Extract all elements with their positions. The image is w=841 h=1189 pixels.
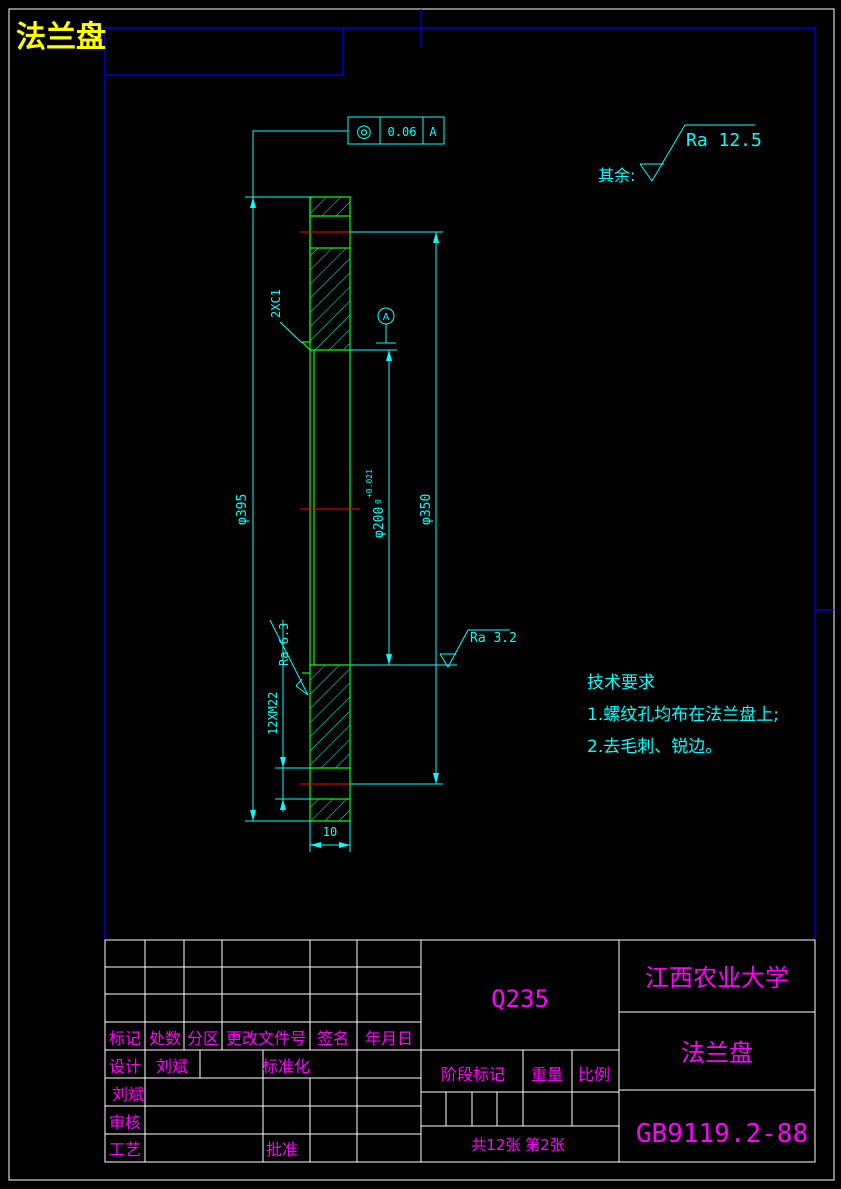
title-block	[104, 939, 816, 1163]
roughness-bore: Ra 3.2	[470, 631, 517, 646]
bore-tol-lower: 0	[374, 499, 383, 504]
header-signature: 签名	[317, 1029, 349, 1048]
drawing-title: 法兰盘	[16, 20, 106, 55]
tolerance-value: 0.06	[388, 125, 417, 139]
tech-req-heading: 技术要求	[587, 673, 655, 693]
dimension-arrows	[250, 197, 439, 848]
header-mark: 标记	[109, 1029, 141, 1048]
datum-label: A	[383, 312, 390, 323]
chamfer-label: 2XC1	[269, 289, 283, 318]
roughness-face: Ra 6.3	[277, 623, 291, 666]
checker-name: 刘斌	[112, 1085, 144, 1104]
thickness-label: 10	[323, 825, 337, 839]
bore-label: φ200	[372, 507, 387, 538]
design-label: 设计	[109, 1057, 141, 1076]
review-label: 审核	[109, 1113, 141, 1132]
flange-section	[300, 196, 360, 822]
stage-label: 阶段标记	[441, 1065, 505, 1084]
standardize-label: 标准化	[262, 1057, 310, 1076]
tech-req-item: 2.去毛刺、锐边。	[587, 737, 722, 757]
designer-name: 刘斌	[156, 1057, 188, 1076]
school-name: 江西农业大学	[645, 964, 789, 992]
scale-label: 比例	[578, 1065, 610, 1084]
header-count: 处数	[149, 1029, 181, 1048]
dimension-lines	[245, 116, 755, 852]
bolt-circle-label: φ350	[419, 494, 434, 525]
tech-req-item: 1.螺纹孔均布在法兰盘上;	[587, 705, 779, 725]
material-label: Q235	[491, 985, 549, 1013]
process-label: 工艺	[109, 1140, 141, 1159]
weight-label: 重量	[531, 1065, 563, 1084]
roughness-general-value: Ra 12.5	[686, 130, 762, 151]
drawing-frame	[104, 9, 834, 940]
title-block-text: Q235 江西农业大学 法兰盘 GB9119.2-88 标记 处数 分区 更改文…	[109, 964, 808, 1159]
thread-label: 12XM22	[266, 692, 280, 735]
bore-tol-upper: +0.021	[365, 469, 374, 498]
drawing-number: GB9119.2-88	[636, 1119, 808, 1149]
header-zone: 分区	[187, 1029, 219, 1048]
outer-dia-label: φ395	[235, 494, 250, 525]
approve-label: 批准	[266, 1140, 298, 1159]
tolerance-datum: A	[429, 125, 437, 139]
header-change-doc: 更改文件号	[226, 1029, 306, 1048]
part-name: 法兰盘	[681, 1039, 753, 1067]
tolerance-symbol: ◎	[356, 121, 372, 142]
sheet-info: 共12张 第2张	[471, 1136, 564, 1154]
header-date: 年月日	[365, 1029, 413, 1048]
roughness-general-prefix: 其余:	[598, 166, 635, 185]
